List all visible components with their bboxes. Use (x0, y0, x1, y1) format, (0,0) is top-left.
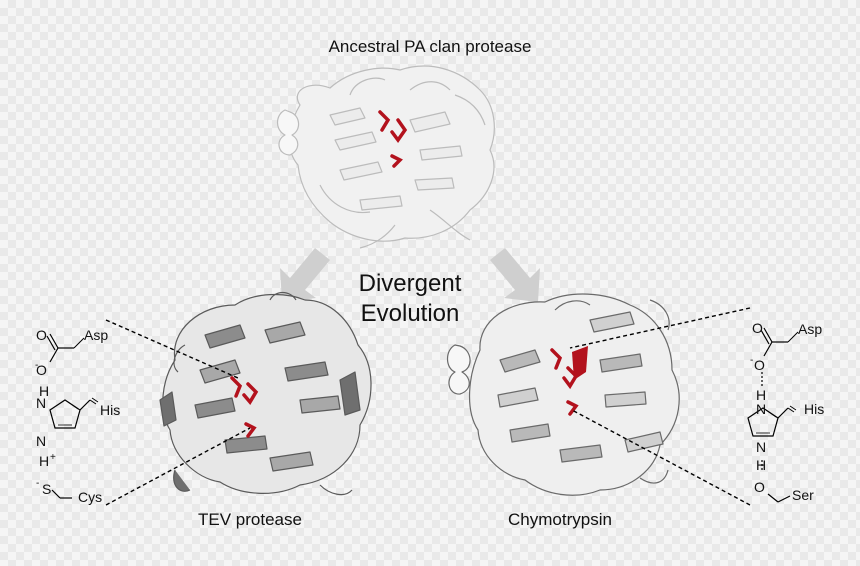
right-asp-oxygen-label: O (752, 320, 763, 336)
tev-protease-caption: TEV protease (198, 510, 302, 529)
left-his-n-plus-label: N (36, 433, 46, 449)
left-his-h-plus-label: H (39, 453, 49, 469)
left-asp-charge-label: - (35, 360, 38, 371)
ancestral-protease-title: Ancestral PA clan protease (328, 37, 532, 56)
chymotrypsin-caption: Chymotrypsin (508, 510, 612, 529)
right-asp-charge-label: - (750, 355, 753, 366)
right-ser-oxygen-label: O (754, 479, 765, 495)
left-catalytic-triad (46, 333, 99, 499)
ancestral-protein-structure (276, 65, 495, 249)
right-asp-residue-label: Asp (798, 321, 822, 337)
left-triad-labels: O O - Asp N H N H + His S - Cys (35, 327, 120, 505)
tev-protease-structure (159, 291, 372, 496)
right-his-n-bottom-label: N (756, 439, 766, 455)
right-his-h-top-label: H (756, 387, 766, 403)
evolution-word: Evolution (360, 300, 460, 327)
left-his-h-label: H (39, 383, 49, 399)
chymotrypsin-active-site (550, 348, 579, 416)
left-asp-residue-label: Asp (84, 327, 108, 343)
right-catalytic-triad (747, 327, 799, 503)
tev-active-site (230, 376, 259, 438)
right-his-n-top-label: N (756, 401, 766, 417)
left-asp-oxygen-minus-label: O (36, 362, 47, 378)
left-cys-residue-label: Cys (78, 489, 102, 505)
left-cys-s-label: S (42, 481, 51, 497)
right-ser-residue-label: Ser (792, 487, 814, 503)
divergent-word: Divergent (358, 270, 462, 297)
ancestral-active-site (378, 110, 408, 168)
right-divergence-arrow (490, 248, 540, 302)
left-divergence-arrow (280, 248, 330, 302)
left-his-n-label: N (36, 395, 46, 411)
right-triad-labels: O O - Asp H N N H His O Ser (750, 320, 824, 503)
left-asp-oxygen-label: O (36, 327, 47, 343)
left-his-residue-label: His (100, 402, 120, 418)
right-asp-oxygen-minus-label: O (754, 357, 765, 373)
tev-guide-lines (105, 319, 251, 506)
right-his-residue-label: His (804, 401, 824, 417)
chymotrypsin-structure (446, 293, 680, 496)
left-cys-charge-label: - (36, 478, 39, 489)
chymotrypsin-guide-lines (569, 307, 751, 506)
divergent-evolution-label: Divergent Evolution (330, 269, 490, 329)
right-his-h-bottom-label: H (756, 457, 766, 473)
left-his-charge-label: + (50, 452, 56, 463)
chymotrypsin-active-site-patch (572, 346, 588, 380)
